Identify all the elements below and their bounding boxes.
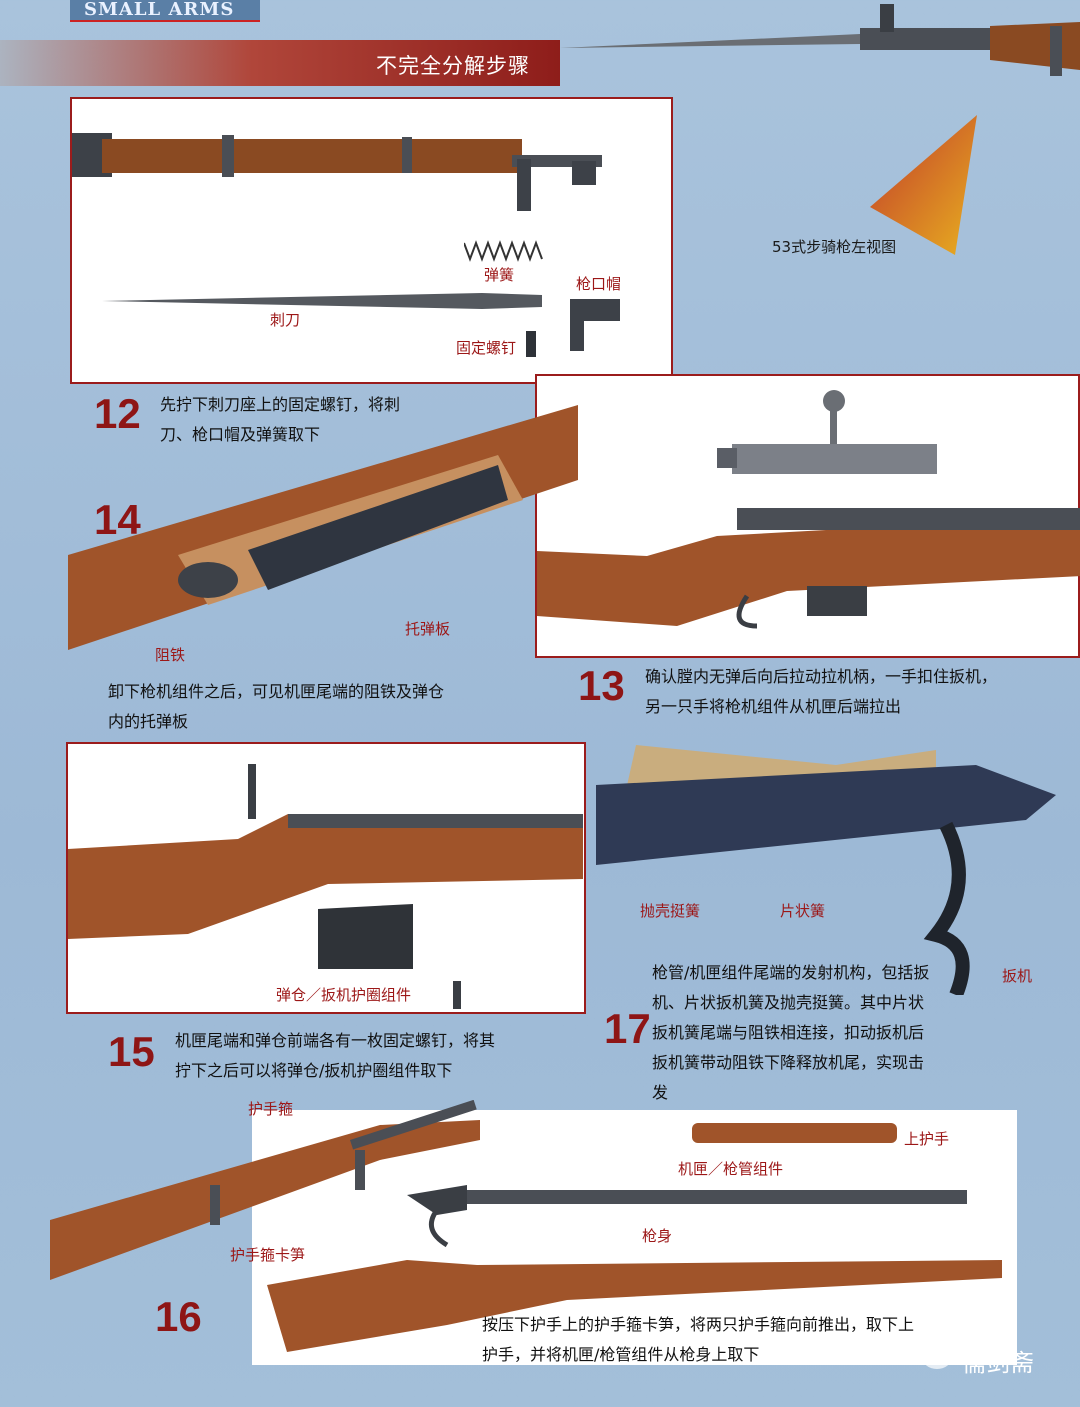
spring-image xyxy=(464,240,543,262)
rifle-front-image xyxy=(50,1100,480,1280)
decorative-triangle xyxy=(870,115,977,255)
panel-step-15: 弹仓／扳机护圈组件 xyxy=(66,742,586,1014)
trigger-mechanism-image xyxy=(596,745,1056,995)
label-band-latch: 护手箍卡笋 xyxy=(230,1246,306,1264)
top-rifle-image xyxy=(560,4,1080,76)
receiver-barrel-image xyxy=(407,1185,967,1248)
muzzle-cap-image xyxy=(570,299,620,351)
step-number-15: 15 xyxy=(108,1028,155,1075)
step-caption-16: 按压下护手上的护手箍卡笋，将两只护手箍向前推出，取下上护手，并将机匣/枪管组件从… xyxy=(482,1315,915,1364)
step-caption-15: 机匣尾端和弹仓前端各有一枚固定螺钉，将其拧下之后可以将弹仓/扳机护圈组件取下 xyxy=(175,1031,496,1080)
step-number-12: 12 xyxy=(94,390,141,437)
label-receiver-barrel: 机匣／枪管组件 xyxy=(678,1160,784,1178)
label-bayonet: 刺刀 xyxy=(270,311,301,329)
panel-step-13 xyxy=(535,374,1080,658)
section-title: 不完全分解步骤 xyxy=(376,54,530,78)
step-caption-12: 先拧下刺刀座上的固定螺钉，将刺刀、枪口帽及弹簧取下 xyxy=(160,395,401,444)
bolt-assembly-image xyxy=(717,390,937,474)
bayonet-image xyxy=(102,293,542,309)
step-number-16: 16 xyxy=(155,1293,202,1340)
receiver-rear-closeup-image xyxy=(68,405,578,650)
label-stock: 枪身 xyxy=(642,1227,673,1245)
wechat-icon xyxy=(922,1345,952,1369)
step-caption-17: 枪管/机匣组件尾端的发射机构，包括扳机、片状扳机簧及抛壳挺簧。其中片状扳机簧尾端… xyxy=(652,963,930,1102)
section-banner: 不完全分解步骤 xyxy=(0,40,560,86)
step-caption-13: 确认膛内无弹后向后拉动拉机柄，一手扣住扳机，另一只手将枪机组件从机匣后端拉出 xyxy=(645,667,998,716)
label-muzzle-cap: 枪口帽 xyxy=(576,275,622,293)
panel-step-12: 弹簧 枪口帽 刺刀 固定螺钉 xyxy=(70,97,673,384)
label-upper-guard: 上护手 xyxy=(904,1130,950,1148)
label-ejector-spring: 抛壳挺簧 xyxy=(640,902,701,920)
step-caption-14: 卸下枪机组件之后，可见机匣尾端的阻铁及弹仓内的托弹板 xyxy=(108,682,445,731)
label-sear: 阻铁 xyxy=(155,646,186,664)
rifle-receiver-image xyxy=(537,508,1080,629)
stock-image xyxy=(267,1260,1002,1352)
step-number-17: 17 xyxy=(604,1005,651,1052)
magazine-logo: SMALL ARMS xyxy=(70,0,260,22)
barrel-bayonet-mount-image xyxy=(72,133,602,211)
label-band: 护手箍 xyxy=(248,1100,294,1118)
label-magazine: 弹仓／扳机护圈组件 xyxy=(276,986,412,1004)
side-note: 53式步骑枪左视图 xyxy=(772,238,897,256)
upper-handguard-image xyxy=(692,1123,897,1143)
step-number-13: 13 xyxy=(578,662,625,709)
label-trigger: 扳机 xyxy=(1002,967,1033,985)
stock-magazine-image xyxy=(68,764,583,1009)
label-screw: 固定螺钉 xyxy=(456,339,517,357)
label-follower: 托弹板 xyxy=(405,620,451,638)
step-number-14: 14 xyxy=(94,496,141,543)
screw-image xyxy=(526,331,536,357)
watermark: 儒剑斋 xyxy=(962,1349,1034,1377)
label-spring: 弹簧 xyxy=(484,266,515,284)
label-leaf-spring: 片状簧 xyxy=(780,902,826,920)
